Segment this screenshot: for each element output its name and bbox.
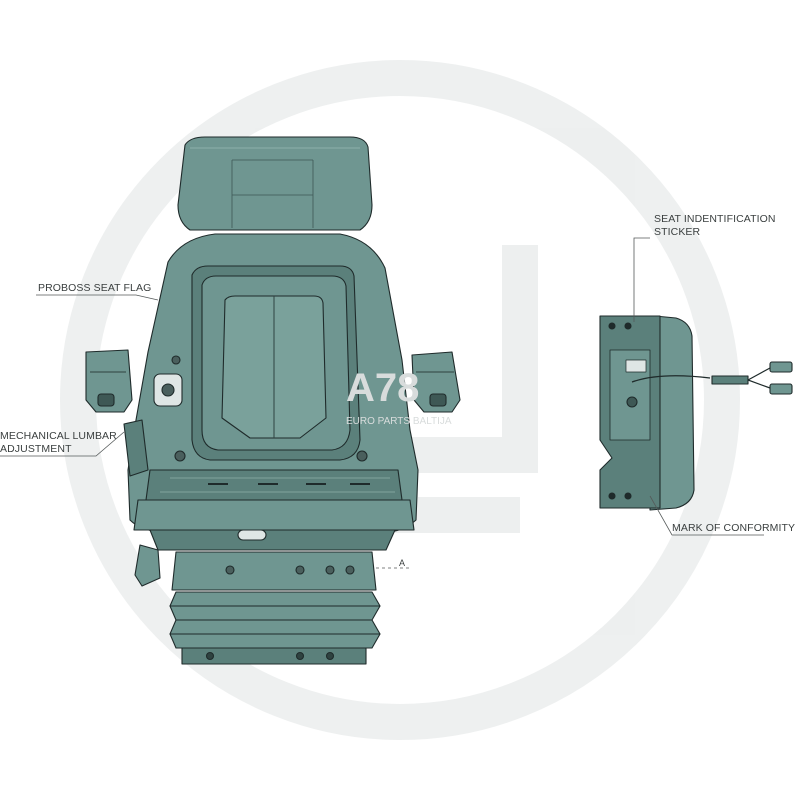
seat-base (181, 647, 367, 665)
headrest (177, 136, 373, 231)
leader-lines (0, 237, 764, 536)
bellows (169, 591, 381, 649)
label-lumbar-line2: ADJUSTMENT (0, 443, 72, 455)
label-dimension-a: A (399, 558, 406, 568)
leader-conformity (649, 495, 764, 536)
label-sticker-line1: SEAT INDENTIFICATION (654, 213, 776, 225)
leader-flag (36, 294, 159, 301)
side-cushion (649, 315, 695, 511)
leader-sticker (633, 237, 650, 322)
lumbar-control (123, 419, 149, 477)
watermark-logo-text: A78 (346, 366, 420, 410)
label-lumbar-line1: MECHANICAL LUMBAR (0, 430, 117, 442)
label-mark-of-conformity: MARK OF CONFORMITY (672, 522, 796, 534)
label-sticker-line2: STICKER (654, 226, 701, 238)
leader-lumbar (0, 431, 125, 457)
seat-front-view (85, 136, 461, 665)
seat-side-detail (599, 315, 793, 511)
watermark-sub-text: EURO PARTS BALTIJA (346, 416, 452, 427)
suspension-top (171, 551, 377, 591)
right-armrest (411, 351, 461, 413)
label-proboss-seat-flag: PROBOSS SEAT FLAG (38, 282, 152, 294)
